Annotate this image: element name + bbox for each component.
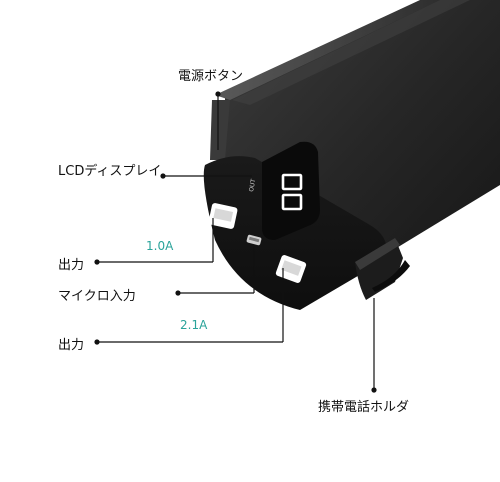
- micro-usb-port: [246, 234, 262, 246]
- label-micro-input: マイクロ入力: [58, 289, 136, 304]
- label-output-2: 出力: [58, 338, 85, 353]
- usb-port-1: [208, 203, 238, 229]
- power-bank-body: [203, 0, 500, 310]
- phone-holder-stand: [355, 238, 410, 300]
- current-output-1: 1.0A: [146, 239, 174, 253]
- label-power-button: 電源ボタン: [178, 69, 244, 84]
- port-text: OUT: [248, 178, 257, 192]
- label-output-1: 出力: [58, 258, 85, 273]
- leader-dots: [94, 91, 377, 393]
- leader-lines: [97, 94, 375, 390]
- lcd-window: [262, 141, 320, 240]
- label-phone-holder: 携帯電話ホルダ: [318, 400, 410, 415]
- current-output-2: 2.1A: [180, 318, 208, 332]
- label-lcd-display: LCDディスプレイ: [58, 164, 162, 179]
